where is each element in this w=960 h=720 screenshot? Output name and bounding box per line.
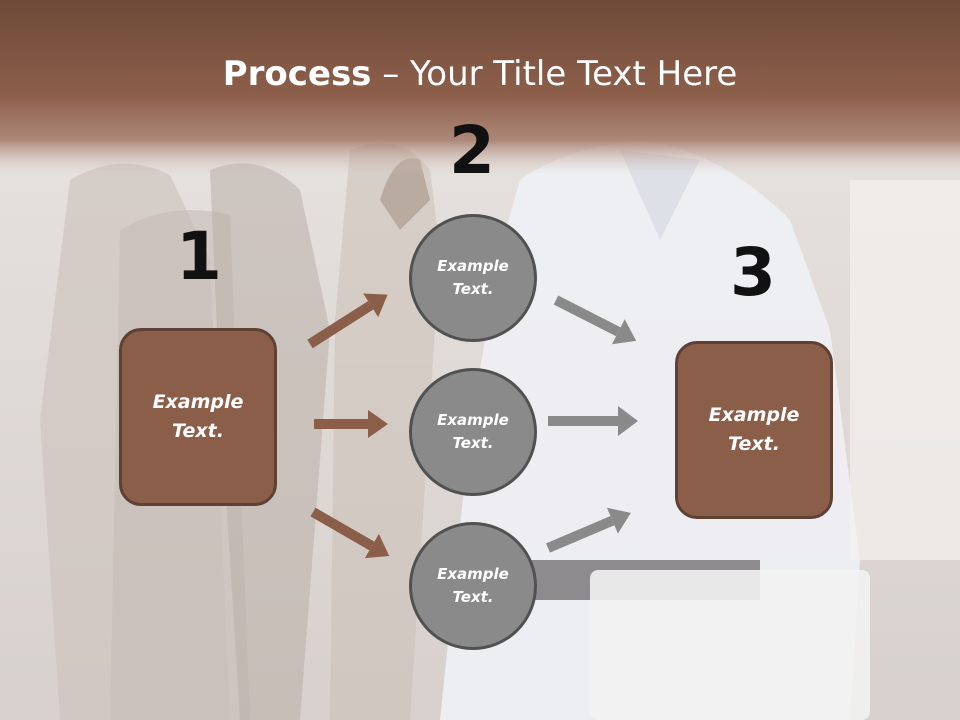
step-circle-top-text: Example Text. <box>437 257 509 298</box>
step-circle-middle-text: Example Text. <box>437 411 509 452</box>
step-number-1: 1 <box>176 218 222 295</box>
arrow-top-to-3 <box>553 295 637 345</box>
step-circle-bottom: Example Text. <box>409 522 537 650</box>
step-circle-bottom-text: Example Text. <box>437 565 509 606</box>
arrow-1-to-middle <box>314 410 388 438</box>
step-box-1-text: Example Text. <box>152 391 244 442</box>
title-bold: Process <box>222 54 372 94</box>
step-box-3: Example Text. <box>675 341 833 519</box>
step-number-3: 3 <box>730 234 776 311</box>
step-circle-middle: Example Text. <box>409 368 537 496</box>
step-circle-top: Example Text. <box>409 214 537 342</box>
arrow-1-to-top <box>307 293 388 349</box>
step-number-2: 2 <box>449 112 495 189</box>
arrow-middle-to-3 <box>548 406 638 436</box>
arrow-1-to-bottom <box>310 507 390 559</box>
arrow-bottom-to-3 <box>546 507 631 553</box>
step-box-1: Example Text. <box>119 328 277 506</box>
title-rest: – Your Title Text Here <box>371 54 738 94</box>
step-box-3-text: Example Text. <box>708 404 800 455</box>
slide-title: Process – Your Title Text Here <box>0 50 960 98</box>
